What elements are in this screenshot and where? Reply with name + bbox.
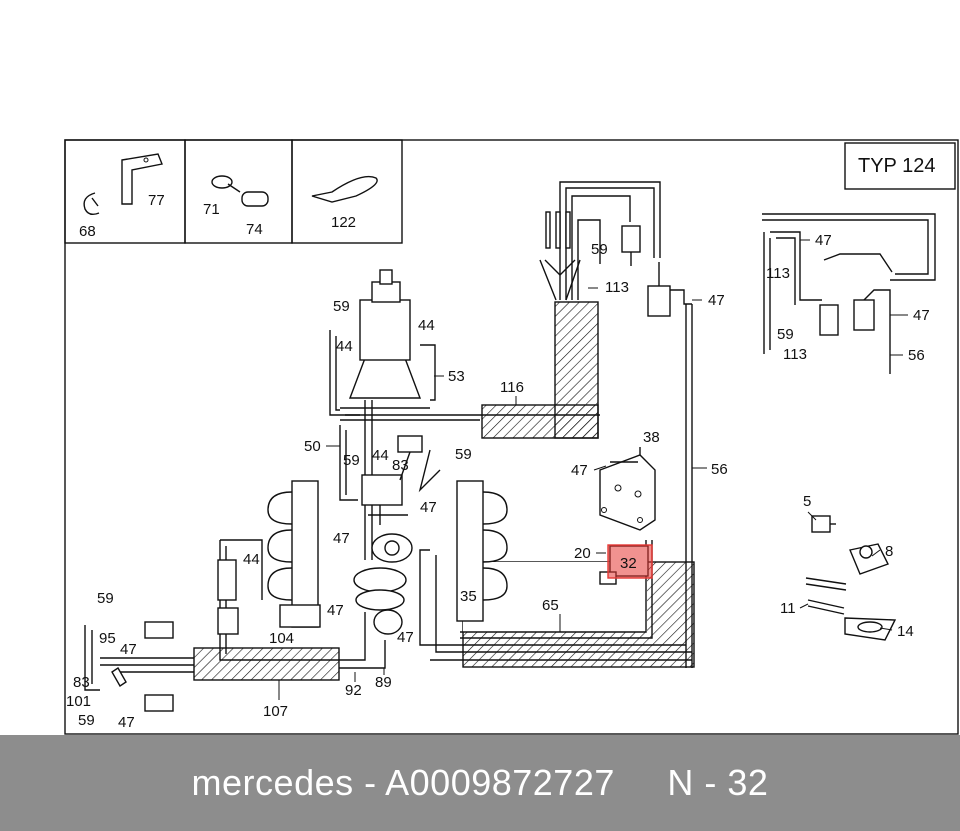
callout-47: 47 bbox=[333, 530, 350, 547]
callout-5: 5 bbox=[803, 493, 811, 510]
callout-47: 47 bbox=[708, 292, 725, 309]
callout-35: 35 bbox=[460, 588, 477, 605]
callout-107: 107 bbox=[263, 703, 288, 720]
callout-83: 83 bbox=[73, 674, 90, 691]
callout-92: 92 bbox=[345, 682, 362, 699]
callout-38: 38 bbox=[643, 429, 660, 446]
callout-11: 11 bbox=[780, 600, 796, 617]
callout-113: 113 bbox=[766, 265, 790, 282]
hatched-harness bbox=[193, 301, 695, 681]
callout-65: 65 bbox=[542, 597, 559, 614]
callout-53: 53 bbox=[448, 368, 465, 385]
position-label: N - 32 bbox=[667, 762, 769, 803]
legend-label-71: 71 bbox=[203, 201, 220, 218]
callout-47: 47 bbox=[120, 641, 137, 658]
callout-59: 59 bbox=[455, 446, 472, 463]
callout-47: 47 bbox=[571, 462, 588, 479]
leader-lines bbox=[278, 239, 908, 700]
brand-name: mercedes bbox=[191, 762, 354, 803]
legend-label-74: 74 bbox=[246, 221, 263, 238]
callout-32: 32 bbox=[620, 555, 637, 572]
part-32-highlight bbox=[607, 544, 653, 579]
type-label-box bbox=[844, 142, 956, 190]
legend-label-77: 77 bbox=[148, 192, 165, 209]
callout-59: 59 bbox=[78, 712, 95, 729]
callout-44: 44 bbox=[418, 317, 435, 334]
diagram-frame bbox=[64, 139, 959, 735]
callout-14: 14 bbox=[897, 623, 914, 640]
callout-83: 83 bbox=[392, 457, 409, 474]
callout-101: 101 bbox=[66, 693, 91, 710]
callout-8: 8 bbox=[885, 543, 893, 560]
callout-113: 113 bbox=[605, 279, 629, 296]
callout-56: 56 bbox=[711, 461, 728, 478]
callout-59: 59 bbox=[343, 452, 360, 469]
legend-boxes: 68 77 71 74 122 bbox=[64, 139, 403, 244]
callout-59: 59 bbox=[333, 298, 350, 315]
separator: - bbox=[364, 762, 377, 803]
callout-47: 47 bbox=[327, 602, 344, 619]
callout-95: 95 bbox=[99, 630, 116, 647]
diagram: 68 77 71 74 122 TYP 124 bbox=[64, 139, 959, 735]
callout-47: 47 bbox=[420, 499, 437, 516]
callout-20: 20 bbox=[574, 545, 591, 562]
vacuum-line-diagram: 68 77 71 74 122 TYP 124 bbox=[64, 139, 959, 735]
footer-bar: mercedes - A0009872727 N - 32 bbox=[0, 735, 960, 831]
callout-104: 104 bbox=[269, 630, 294, 647]
callout-59: 59 bbox=[97, 590, 114, 607]
callout-89: 89 bbox=[375, 674, 392, 691]
part-number: A0009872727 bbox=[385, 762, 615, 803]
type-label: TYP 124 bbox=[858, 155, 935, 177]
legend-label-68: 68 bbox=[79, 223, 96, 240]
callout-59: 59 bbox=[777, 326, 794, 343]
part-caption: mercedes - A0009872727 N - 32 bbox=[192, 762, 769, 804]
callout-116: 116 bbox=[500, 379, 524, 396]
callout-47: 47 bbox=[397, 629, 414, 646]
callout-44: 44 bbox=[243, 551, 260, 568]
callout-44: 44 bbox=[336, 338, 353, 355]
callout-47: 47 bbox=[118, 714, 135, 731]
callout-47: 47 bbox=[913, 307, 930, 324]
legend-label-122: 122 bbox=[331, 214, 356, 231]
vacuum-lines bbox=[84, 181, 936, 712]
callout-labels: 116 113 59 47 59 44 44 53 50 59 44 83 59… bbox=[66, 232, 930, 731]
callout-50: 50 bbox=[304, 438, 321, 455]
callout-56: 56 bbox=[908, 347, 925, 364]
callout-44: 44 bbox=[372, 447, 389, 464]
callout-59: 59 bbox=[591, 241, 608, 258]
callout-47: 47 bbox=[815, 232, 832, 249]
callout-113: 113 bbox=[783, 346, 807, 363]
